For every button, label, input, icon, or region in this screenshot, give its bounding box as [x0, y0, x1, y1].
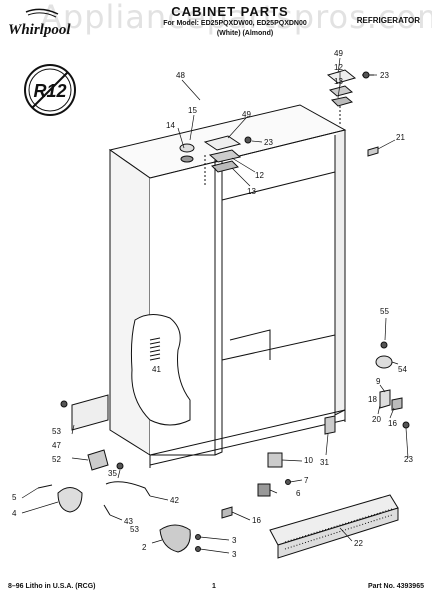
center-hinge-parts: [179, 135, 242, 188]
screw-7: [285, 479, 291, 485]
callout-14: 14: [166, 121, 175, 130]
part-41-spring: [149, 337, 161, 361]
right-hinge-parts: [326, 69, 357, 125]
cabinet-right-side: [334, 130, 346, 416]
part-6: [257, 483, 271, 497]
model-numbers: For Model: ED25PQXDW00, ED25PQXDN00: [163, 20, 307, 27]
footer-litho: 8–96 Litho in U.S.A. (RCG): [8, 583, 96, 590]
part-10: [267, 452, 283, 468]
callout-13a: 13: [334, 77, 343, 86]
screw-23-right: [402, 421, 410, 429]
part-42-tube: [105, 481, 151, 497]
callout-49b: 49: [242, 110, 251, 119]
callout-43: 43: [124, 517, 133, 526]
part-2-roller: [159, 524, 191, 553]
screw-55: [380, 341, 388, 349]
callout-12a: 12: [334, 63, 343, 72]
callout-6: 6: [296, 489, 301, 498]
callout-55: 55: [380, 307, 389, 316]
left-bracket-47: [71, 394, 109, 431]
callout-35: 35: [108, 469, 117, 478]
callout-2: 2: [142, 543, 147, 552]
callout-41: 41: [152, 365, 161, 374]
callout-10: 10: [304, 456, 313, 465]
brand-name: Whirlpool: [8, 22, 71, 38]
part-54: [375, 355, 393, 369]
footer-part-number: Part No. 4393965: [367, 583, 424, 590]
callout-5: 5: [12, 493, 17, 502]
r12-badge: R12: [22, 62, 78, 118]
callout-9: 9: [376, 377, 381, 386]
screw-3b: [195, 546, 201, 552]
whirlpool-logo: Whirlpool: [6, 6, 76, 40]
callout-53a: 53: [52, 427, 61, 436]
callout-3a: 3: [232, 536, 237, 545]
callout-42: 42: [170, 496, 179, 505]
callout-47: 47: [52, 441, 61, 450]
callout-13b: 13: [247, 187, 256, 196]
part-21: [367, 146, 379, 157]
category-label: REFRIGERATOR: [356, 16, 420, 25]
watermark-text: Appliancepartspros.com: [40, 0, 432, 36]
callout-21: 21: [396, 133, 405, 142]
liner-cavity: [130, 314, 191, 426]
callout-48a: 48: [176, 71, 185, 80]
part-18: [391, 397, 403, 411]
part-22-grille: [269, 494, 399, 559]
part-4-roller: [57, 487, 83, 513]
callout-4: 4: [12, 509, 17, 518]
callout-52: 52: [52, 455, 61, 464]
model-colors: (White) (Almond): [216, 30, 274, 37]
part-16-bottom: [221, 506, 233, 519]
callout-53b: 53: [130, 525, 139, 534]
callout-20: 20: [372, 415, 381, 424]
screw-3a: [195, 534, 201, 540]
callout-15: 15: [188, 106, 197, 115]
callout-16a: 16: [388, 419, 397, 428]
cabinet-bottom: [149, 409, 346, 456]
callout-23b: 23: [264, 138, 273, 147]
leader-lines: [21, 57, 409, 554]
callout-16b: 16: [252, 516, 261, 525]
callout-7: 7: [304, 476, 309, 485]
part-31: [324, 415, 336, 435]
callout-3b: 3: [232, 550, 237, 559]
screw-23-center: [244, 136, 252, 144]
part-9: [379, 389, 391, 409]
callout-23c: 23: [404, 455, 413, 464]
screw-35: [116, 462, 124, 470]
part-52: [87, 449, 109, 471]
page-title: CABINET PARTS: [171, 4, 289, 19]
callout-54: 54: [398, 365, 407, 374]
screw-53-left: [60, 400, 68, 408]
footer-page-number: 1: [212, 583, 216, 590]
callout-12b: 12: [255, 171, 264, 180]
callout-31: 31: [320, 458, 329, 467]
callout-22: 22: [354, 539, 363, 548]
screw-5: [37, 484, 53, 489]
center-mullion: [214, 159, 223, 456]
screw-43: [103, 504, 111, 516]
callout-23a: 23: [380, 71, 389, 80]
callout-49a: 49: [334, 49, 343, 58]
callout-18: 18: [368, 395, 377, 404]
